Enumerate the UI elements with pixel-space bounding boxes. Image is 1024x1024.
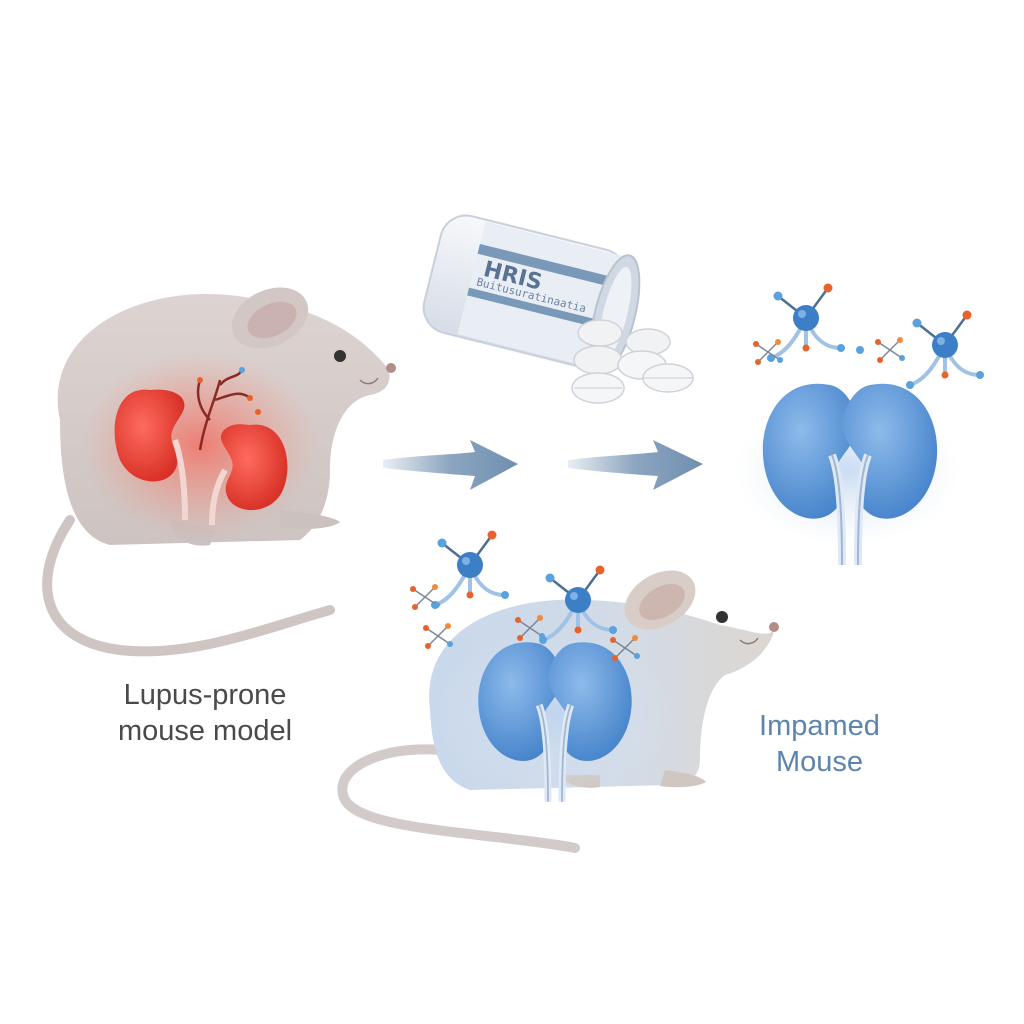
healthy-panel: [735, 281, 986, 566]
cell-dot: [856, 346, 864, 354]
mouse-bottom-nose: [769, 622, 779, 632]
mouse-left-eye: [334, 350, 346, 362]
arrow-right-icon: [383, 440, 518, 490]
mouse-left-nose: [386, 363, 396, 373]
label-treated-mouse: Impamed Mouse: [712, 708, 927, 780]
immune-cell-icon: [765, 281, 847, 364]
kidney-inflamed-left-icon: [114, 389, 188, 521]
mouse-left: [42, 287, 396, 657]
label-lupus-prone-mouse: Lupus-prone mouse model: [60, 677, 350, 749]
kidney-inflamed-right-icon: [209, 424, 288, 526]
mouse-bottom-ear-inner: [639, 583, 685, 621]
label-right-line1: Impamed: [759, 710, 880, 742]
mouse-bottom: [337, 528, 779, 853]
sprig-icon-2: [874, 336, 906, 364]
mouse-bottom-tail: [337, 744, 580, 853]
sprig-icon: [752, 338, 784, 366]
arrow-right-icon-2: [568, 440, 703, 490]
label-right-line2: Mouse: [775, 746, 864, 778]
mouse-bottom-eye: [716, 611, 728, 623]
immune-cell-icon-2: [904, 308, 986, 391]
sprig-icon-4: [422, 622, 454, 650]
inflamed-vessels: [196, 367, 261, 451]
immune-cell-icon-3: [429, 528, 511, 611]
mouse-left-tail: [42, 515, 335, 657]
label-left-line2: mouse model: [117, 715, 293, 747]
label-left-line1: Lupus-prone: [123, 679, 287, 711]
pill-icon: [571, 319, 694, 404]
mouse-left-foot: [280, 510, 340, 530]
sprig-icon-3: [409, 583, 441, 611]
mouse-left-ear-inner: [247, 301, 297, 339]
